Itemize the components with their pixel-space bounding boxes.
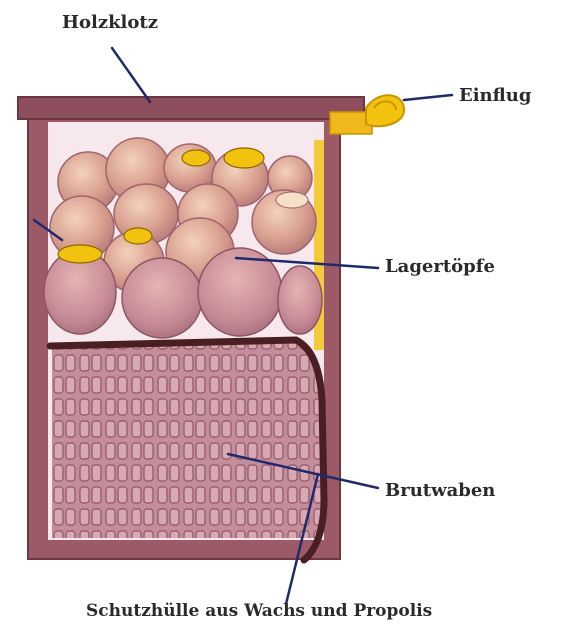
label-brutwaben: Brutwaben	[385, 482, 495, 500]
leader-einflug	[404, 95, 452, 100]
label-holzklotz: Holzklotz	[62, 14, 158, 32]
top-wood-block	[18, 97, 364, 119]
label-einflug: Einflug	[459, 87, 531, 105]
label-lagertoepfe: Lagertöpfe	[385, 258, 495, 276]
leader-holzklotz	[112, 48, 150, 102]
brood-combs	[52, 342, 322, 538]
storage-pots	[44, 138, 322, 338]
label-schutzhuelle: Schutzhülle aus Wachs und Propolis	[86, 603, 432, 620]
